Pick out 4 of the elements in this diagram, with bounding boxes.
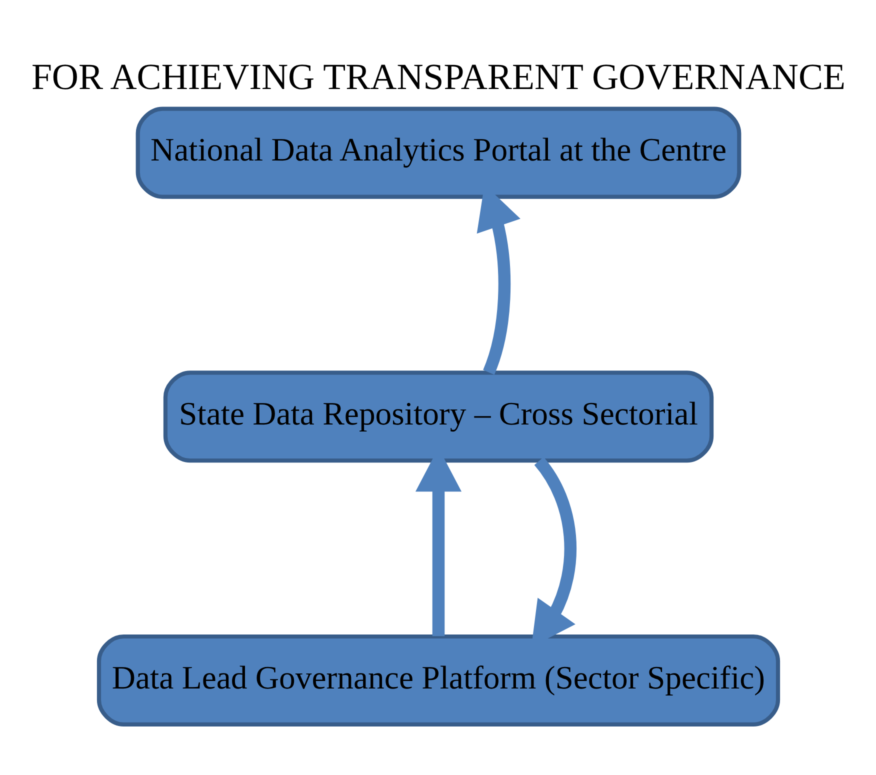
diagram-title: FOR ACHIEVING TRANSPARENT GOVERNANCE xyxy=(30,56,846,97)
node-box: State Data Repository – Cross Sectorial xyxy=(162,370,714,462)
node-box: Data Lead Governance Platform (Sector Specific) xyxy=(96,634,780,726)
node-box: National Data Analytics Portal at the Centre xyxy=(135,106,741,198)
